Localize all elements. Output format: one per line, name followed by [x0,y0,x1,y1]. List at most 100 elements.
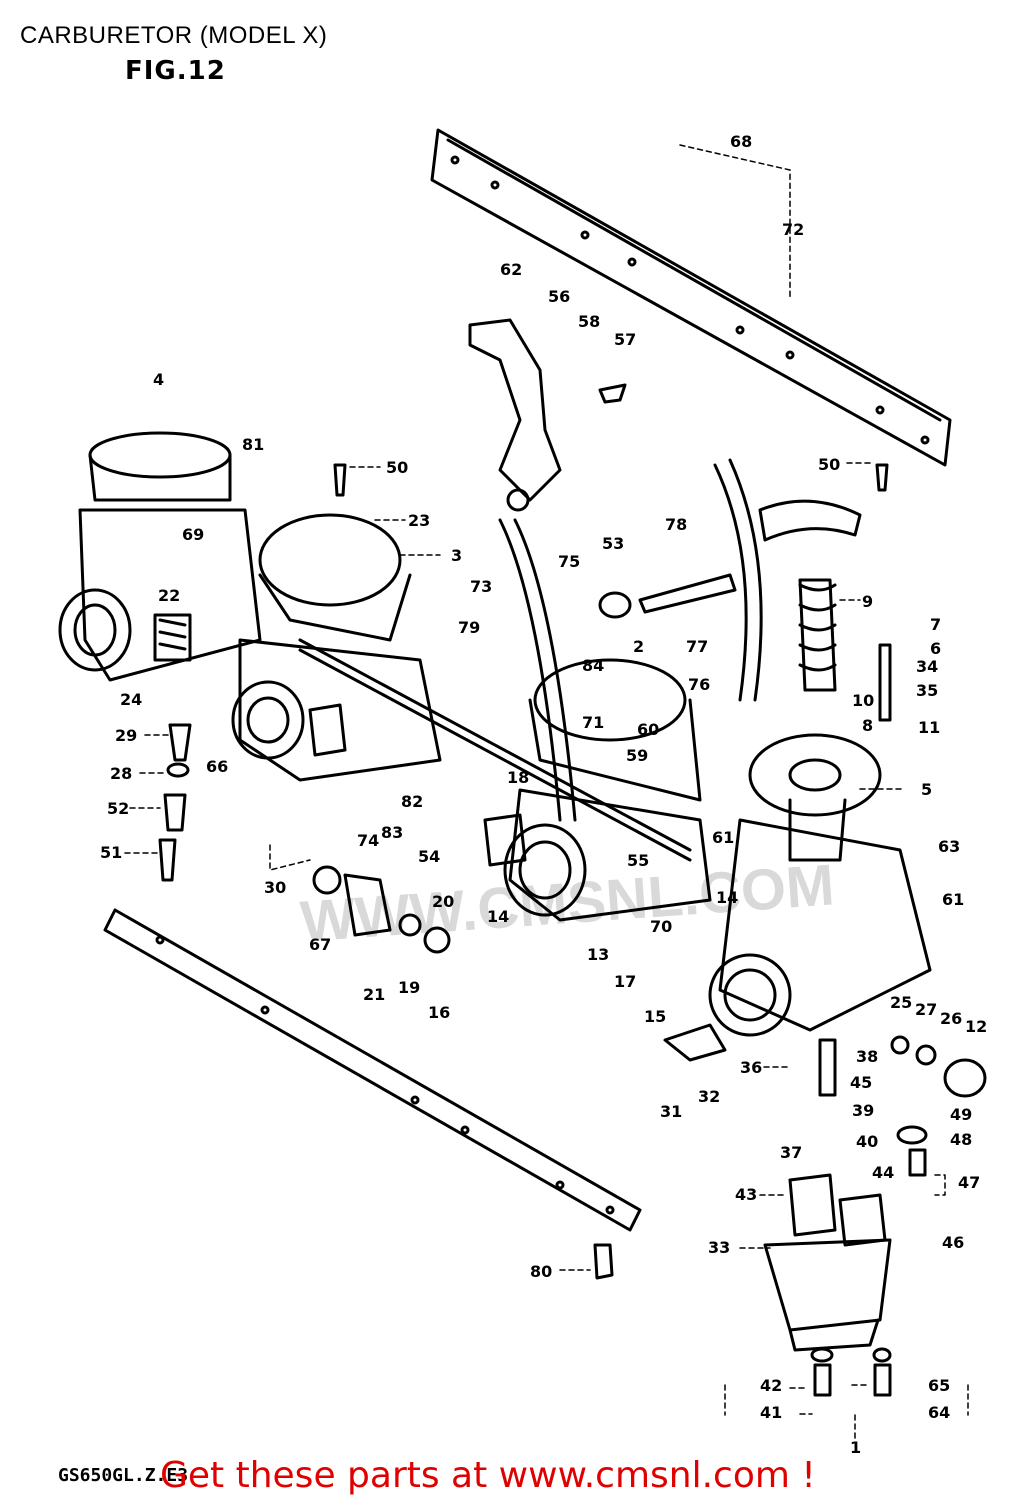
callout-37: 37 [780,1143,802,1162]
callout-42: 42 [760,1376,782,1395]
small-fasteners [158,383,987,1397]
callout-9: 9 [862,592,873,611]
callout-64: 64 [928,1403,950,1422]
callout-32: 32 [698,1087,720,1106]
top-bracket-part [430,128,952,467]
callout-80: 80 [530,1262,552,1281]
callout-49: 49 [950,1105,972,1124]
callout-60: 60 [637,720,659,739]
callout-54: 54 [418,847,440,866]
callout-55: 55 [627,851,649,870]
callout-61-right: 61 [942,890,964,909]
callout-24: 24 [120,690,142,709]
callout-67: 67 [309,935,331,954]
callout-52: 52 [107,799,129,818]
callout-33: 33 [708,1238,730,1257]
callout-63: 63 [938,837,960,856]
callout-40: 40 [856,1132,878,1151]
callout-77: 77 [686,637,708,656]
callout-34: 34 [916,657,938,676]
carburetor-body-left [58,431,262,682]
callout-36: 36 [740,1058,762,1077]
callout-56: 56 [548,287,570,306]
callout-4: 4 [153,370,164,389]
float-bowl-assembly [763,1173,892,1352]
callout-7: 7 [930,615,941,634]
callout-2: 2 [633,637,644,656]
callout-79: 79 [458,618,480,637]
callout-44: 44 [872,1163,894,1182]
callout-12: 12 [965,1017,987,1036]
callout-50-left: 50 [386,458,408,477]
callout-11: 11 [918,718,940,737]
callout-45: 45 [850,1073,872,1092]
callout-35: 35 [916,681,938,700]
callout-84: 84 [582,656,604,675]
callout-22: 22 [158,586,180,605]
callout-17: 17 [614,972,636,991]
callout-labels: 68 72 62 56 58 57 4 81 50 50 23 69 3 53 … [100,132,987,1457]
callout-14-left: 14 [487,907,509,926]
callout-53: 53 [602,534,624,553]
callout-83: 83 [381,823,403,842]
callout-59: 59 [626,746,648,765]
callout-21: 21 [363,985,385,1004]
cable-bracket-part [468,318,562,512]
callout-31: 31 [660,1102,682,1121]
callout-75: 75 [558,552,580,571]
callout-73: 73 [470,577,492,596]
callout-78: 78 [665,515,687,534]
hose-lines [298,458,763,862]
callout-27: 27 [915,1000,937,1019]
callout-65: 65 [928,1376,950,1395]
parts-link-banner[interactable]: Get these parts at www.cmsnl.com ! [160,1455,816,1496]
carburetor-body-right [708,499,932,1037]
callout-74: 74 [357,831,379,850]
callout-81: 81 [242,435,264,454]
model-code: GS650GL.Z.E3 [58,1465,189,1486]
callout-30: 30 [264,878,286,897]
callout-26: 26 [940,1009,962,1028]
callout-46: 46 [942,1233,964,1252]
callout-48: 48 [950,1130,972,1149]
callout-14-right: 14 [716,888,738,907]
callout-1: 1 [850,1438,861,1457]
callout-28: 28 [110,764,132,783]
callout-82: 82 [401,792,423,811]
callout-25: 25 [890,993,912,1012]
callout-39: 39 [852,1101,874,1120]
callout-68: 68 [730,132,752,151]
page-title: CARBURETOR (MODEL X) [20,22,328,49]
carburetor-body-second [231,513,442,782]
callout-61: 61 [712,828,734,847]
bottom-bracket-part [103,908,642,1232]
callout-29: 29 [115,726,137,745]
callout-41: 41 [760,1403,782,1422]
callout-43: 43 [735,1185,757,1204]
callout-5: 5 [921,780,932,799]
callout-47-upper: 47 [958,1173,980,1192]
callout-51: 51 [100,843,122,862]
callout-20: 20 [432,892,454,911]
callout-62: 62 [500,260,522,279]
callout-72: 72 [782,220,804,239]
callout-70: 70 [650,917,672,936]
callout-57: 57 [614,330,636,349]
callout-50-right: 50 [818,455,840,474]
carburetor-body-third [483,658,712,922]
callout-19: 19 [398,978,420,997]
callout-69: 69 [182,525,204,544]
callout-58: 58 [578,312,600,331]
callout-13: 13 [587,945,609,964]
callout-71: 71 [582,713,604,732]
callout-76: 76 [688,675,710,694]
callout-18: 18 [507,768,529,787]
callout-15: 15 [644,1007,666,1026]
callout-66: 66 [206,757,228,776]
callout-8: 8 [862,716,873,735]
callout-6: 6 [930,639,941,658]
callout-3: 3 [451,546,462,565]
leader-lines [124,144,969,1441]
